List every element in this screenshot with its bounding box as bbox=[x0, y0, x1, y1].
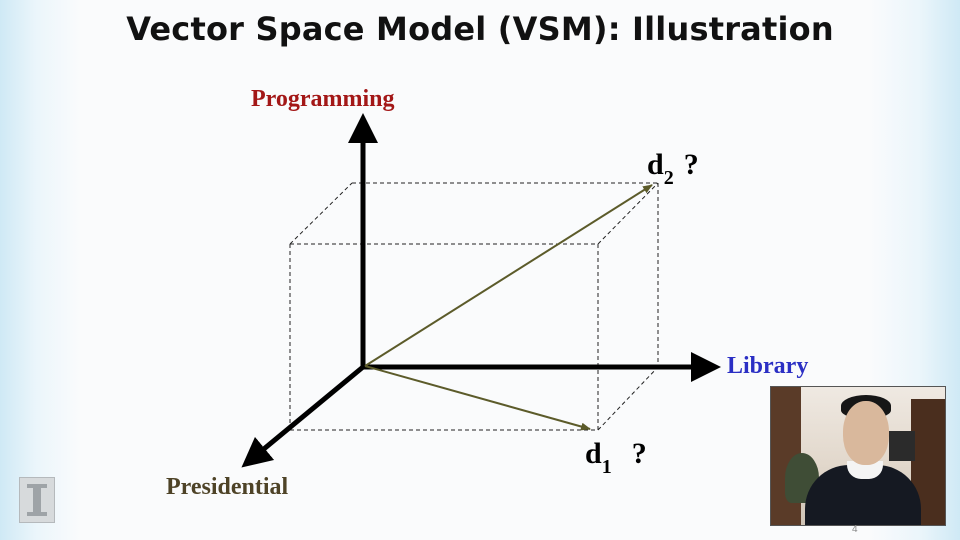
slide-title: Vector Space Model (VSM): Illustration bbox=[126, 10, 834, 48]
programming-axis-label: Programming bbox=[251, 86, 395, 112]
d2-label: d2? bbox=[647, 148, 699, 189]
university-logo-icon bbox=[19, 477, 55, 523]
dashed-box bbox=[289, 182, 659, 431]
presidential-axis bbox=[241, 365, 365, 468]
d1-base: d bbox=[585, 437, 602, 470]
presenter-video bbox=[770, 386, 946, 526]
d1-vector bbox=[364, 365, 591, 431]
d2-base: d bbox=[647, 148, 664, 181]
presenter-head bbox=[843, 401, 889, 465]
presenter-collar bbox=[847, 461, 883, 479]
page-number: 4 bbox=[852, 524, 858, 535]
library-axis-label: Library bbox=[727, 353, 808, 379]
presidential-axis-label: Presidential bbox=[166, 474, 289, 500]
d2-vector bbox=[364, 184, 653, 367]
d1-label: d1? bbox=[585, 437, 647, 478]
video-background-monitor bbox=[889, 431, 915, 461]
background-decoration-left bbox=[0, 0, 80, 540]
d2-question-mark: ? bbox=[684, 148, 699, 181]
d1-question-mark: ? bbox=[632, 437, 647, 470]
d1-subscript: 1 bbox=[602, 456, 612, 478]
d2-subscript: 2 bbox=[664, 167, 674, 189]
